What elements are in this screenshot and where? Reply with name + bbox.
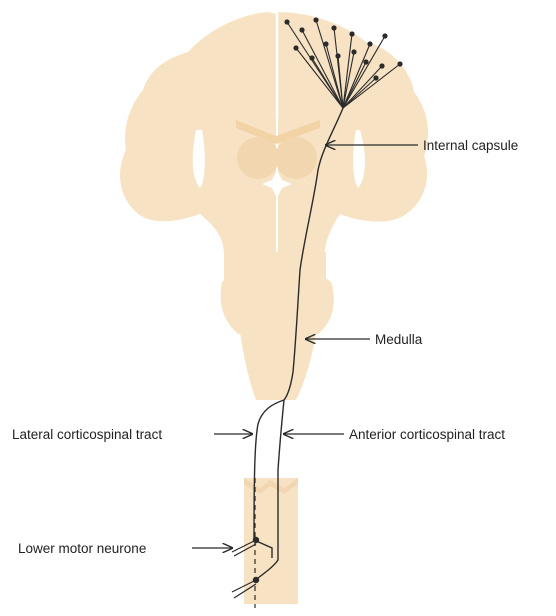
pons: [221, 270, 334, 334]
upper-motor-neurone-body: [309, 55, 314, 60]
medulla-region: [240, 332, 316, 400]
upper-motor-neurone-body: [349, 31, 354, 36]
label-medulla: Medulla: [375, 332, 423, 347]
brain-coronal-section: [120, 12, 428, 256]
upper-motor-neurone-body: [373, 75, 378, 80]
right-thalamus: [275, 137, 317, 179]
label-lower-motor-neurone: Lower motor neurone: [18, 541, 146, 556]
upper-motor-neurone-body: [331, 25, 336, 30]
upper-motor-neurone-body: [397, 61, 402, 66]
brainstem: [221, 252, 334, 400]
upper-motor-neurone-body: [351, 49, 356, 54]
spinal-cord-segment: [244, 478, 298, 604]
upper-motor-neurone-body: [367, 41, 372, 46]
upper-motor-neurone-body: [335, 53, 340, 58]
label-lateral-corticospinal-tract: Lateral corticospinal tract: [12, 427, 162, 442]
spinal-cord: [244, 478, 298, 608]
left-thalamus: [237, 137, 279, 179]
upper-motor-neurone-body: [299, 27, 304, 32]
label-internal-capsule: Internal capsule: [423, 138, 518, 153]
upper-motor-neurone-body: [382, 33, 387, 38]
upper-motor-neurone-body: [313, 17, 318, 22]
label-anterior-corticospinal-tract: Anterior corticospinal tract: [349, 427, 505, 442]
upper-motor-neurone-body: [379, 63, 384, 68]
upper-motor-neurone-body: [293, 45, 298, 50]
upper-motor-neurone-body: [284, 19, 289, 24]
upper-motor-neurone-body: [363, 59, 368, 64]
upper-motor-neurone-body: [323, 41, 328, 46]
